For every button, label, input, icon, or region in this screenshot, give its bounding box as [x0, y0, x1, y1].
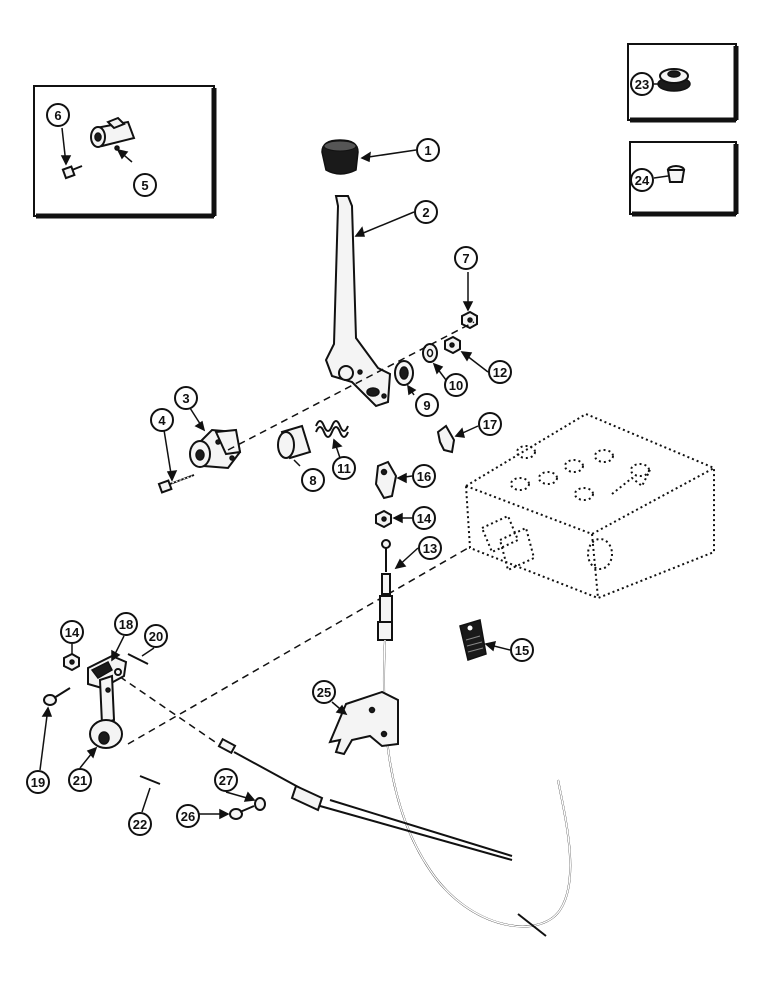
nut-part-14-lower — [63, 652, 80, 672]
callout-24-label: 24 — [635, 173, 650, 188]
bolt-part-4 — [157, 474, 195, 494]
callout-9: 9 — [415, 393, 439, 417]
callout-14-lower-label: 14 — [65, 625, 80, 640]
callout-19: 19 — [26, 770, 50, 794]
callout-23: 23 — [630, 72, 654, 96]
lever-part-2 — [324, 195, 392, 408]
callout-17-label: 17 — [483, 417, 497, 432]
callout-4-label: 4 — [158, 413, 166, 428]
washer-part-9 — [394, 360, 414, 386]
callout-21-label: 21 — [73, 773, 87, 788]
callout-10-label: 10 — [449, 378, 463, 393]
callout-18-label: 18 — [119, 617, 133, 632]
pin-part-20 — [127, 653, 149, 665]
bracket-part-3 — [189, 428, 242, 470]
callout-11-label: 11 — [337, 461, 351, 476]
inset-box-24 — [629, 141, 739, 217]
bracket-part-25 — [328, 690, 399, 756]
callout-8-label: 8 — [309, 473, 316, 488]
callout-24: 24 — [630, 168, 654, 192]
knob-part-1 — [321, 139, 359, 175]
washer-part-27 — [254, 797, 266, 811]
callout-27: 27 — [214, 768, 238, 792]
callout-25-label: 25 — [317, 685, 331, 700]
callout-3: 3 — [174, 386, 198, 410]
callout-1-label: 1 — [424, 143, 431, 158]
callout-25: 25 — [312, 680, 336, 704]
callout-2: 2 — [414, 200, 438, 224]
callout-8: 8 — [301, 468, 325, 492]
leader-lines — [39, 83, 669, 820]
callout-26-label: 26 — [181, 809, 195, 824]
callout-6: 6 — [46, 103, 70, 127]
callout-21: 21 — [68, 768, 92, 792]
nut-part-14-upper — [375, 509, 392, 529]
callout-12-label: 12 — [493, 365, 507, 380]
grommet-part-23 — [657, 68, 691, 92]
callout-14-lower: 14 — [60, 620, 84, 644]
callout-2-label: 2 — [422, 205, 429, 220]
callout-16: 16 — [412, 464, 436, 488]
fitting-part-5 — [90, 116, 136, 151]
callout-4: 4 — [150, 408, 174, 432]
pin-part-22 — [139, 775, 161, 785]
plug-part-24 — [666, 165, 686, 183]
spring-part-11 — [315, 420, 349, 438]
callout-7-label: 7 — [462, 251, 469, 266]
clip-part-17 — [436, 424, 456, 454]
callout-9-label: 9 — [423, 398, 430, 413]
pin-part-19 — [43, 687, 71, 706]
callout-6-label: 6 — [54, 108, 61, 123]
callout-23-label: 23 — [635, 77, 649, 92]
callout-1: 1 — [416, 138, 440, 162]
callout-3-label: 3 — [182, 391, 189, 406]
callout-26: 26 — [176, 804, 200, 828]
cable-lower-assembly — [217, 737, 547, 937]
callout-10: 10 — [444, 373, 468, 397]
inset-box-23 — [627, 43, 739, 123]
control-valve-body — [464, 412, 715, 600]
pad-part-15 — [459, 619, 487, 661]
nut-part-12 — [444, 335, 461, 355]
callout-5: 5 — [133, 173, 157, 197]
screw-part-6 — [61, 165, 83, 180]
callout-15: 15 — [510, 638, 534, 662]
callout-17: 17 — [478, 412, 502, 436]
washer-part-10 — [422, 343, 438, 363]
nut-part-7 — [461, 310, 478, 330]
callout-19-label: 19 — [31, 775, 45, 790]
cable-part-13 — [377, 539, 572, 928]
callout-13: 13 — [418, 536, 442, 560]
callout-16-label: 16 — [417, 469, 431, 484]
assembly-line-lower — [127, 547, 469, 745]
callout-22-label: 22 — [133, 817, 147, 832]
callout-20-label: 20 — [149, 629, 163, 644]
callout-22: 22 — [128, 812, 152, 836]
bracket-part-21 — [89, 674, 123, 749]
clevis-part-16 — [374, 460, 398, 500]
callout-14-upper-label: 14 — [417, 511, 432, 526]
callout-27-label: 27 — [219, 773, 233, 788]
callout-11: 11 — [332, 456, 356, 480]
callout-15-label: 15 — [515, 643, 529, 658]
callout-7: 7 — [454, 246, 478, 270]
bushing-part-8 — [277, 424, 312, 460]
callout-18: 18 — [114, 612, 138, 636]
assembly-line-upper — [227, 321, 475, 451]
assembly-line-clevis — [109, 669, 219, 745]
screw-part-26 — [229, 805, 255, 820]
callout-14-upper: 14 — [412, 506, 436, 530]
callout-20: 20 — [144, 624, 168, 648]
callout-13-label: 13 — [423, 541, 437, 556]
callout-5-label: 5 — [141, 178, 148, 193]
callout-12: 12 — [488, 360, 512, 384]
